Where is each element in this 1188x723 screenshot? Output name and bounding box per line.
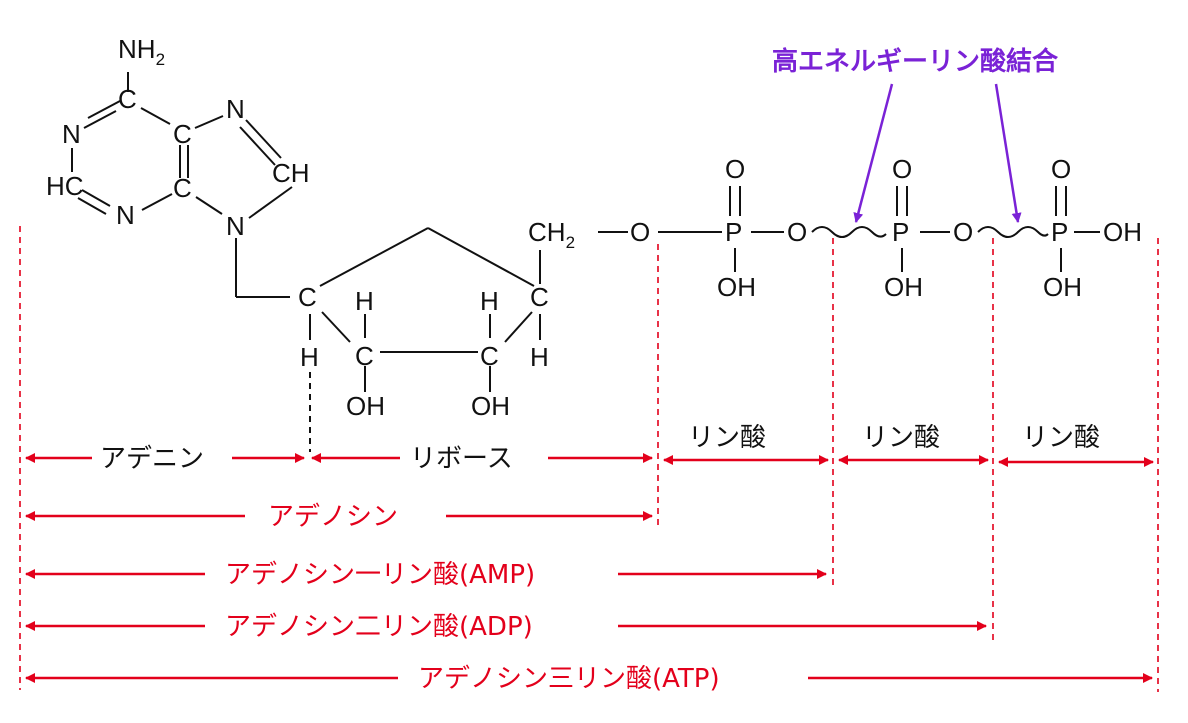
amino-group-label: NH2 [118, 34, 165, 69]
ribose-c2-label: C [355, 341, 374, 371]
ribose-c1-h-label: H [300, 342, 319, 372]
adenine-c6-label: C [118, 84, 137, 114]
ribose-bonds [309, 227, 541, 452]
phosphate3-oh-label: OH [1043, 272, 1082, 302]
amp-label: アデノシン一リン酸(AMP) [225, 560, 535, 590]
phosphate2-o-label: O [892, 154, 912, 184]
adenine-label: アデニン [100, 444, 204, 474]
phosphate3-terminal-oh-label: OH [1103, 217, 1142, 247]
ribose-label: リボース [410, 444, 513, 474]
phosphate2-oh-label: OH [884, 272, 923, 302]
adenine-c5-label: C [173, 119, 192, 149]
component-row: アデニン リボース リン酸 リン酸 リン酸 [25, 423, 1154, 474]
bridge-oxygen-1-label: O [787, 217, 807, 247]
high-energy-bond-title: 高エネルギーリン酸結合 [772, 46, 1059, 77]
phosphate1-oh-label: OH [717, 272, 756, 302]
adenosine-row: アデノシン [25, 502, 653, 532]
adenine-c2-label: HC [46, 171, 84, 201]
atp-label: アデノシン三リン酸(ATP) [418, 664, 720, 694]
ribose-c1-label: C [298, 282, 317, 312]
adenine-n1-label: N [62, 119, 81, 149]
adenine-c8-label: CH [272, 158, 310, 188]
adenine-n7-label: N [226, 94, 245, 124]
adenine-bonds [71, 72, 293, 298]
ribose-c4-label: C [530, 282, 549, 312]
ester-oxygen-label: O [630, 217, 650, 247]
amp-row: アデノシン一リン酸(AMP) [25, 560, 827, 590]
adp-label: アデノシン二リン酸(ADP) [225, 612, 533, 642]
phosphate-bonds [598, 186, 1100, 272]
adp-row: アデノシン二リン酸(ADP) [25, 612, 987, 642]
phosphate1-p-label: P [725, 217, 742, 247]
phosphate2-label: リン酸 [862, 423, 940, 453]
phosphate1-label: リン酸 [688, 423, 766, 453]
ribose-c3-oh-label: OH [471, 391, 510, 421]
adenine-n9-label: N [226, 211, 245, 241]
adenine-c4-label: C [173, 173, 192, 203]
ribose-ch2-label: CH2 [528, 217, 575, 252]
phosphate3-label: リン酸 [1022, 423, 1100, 453]
boundary-lines [19, 226, 1159, 692]
adenine-n3-label: N [116, 200, 135, 230]
ribose-c3-label: C [480, 341, 499, 371]
phosphate2-p-label: P [892, 217, 909, 247]
phosphate1-o-label: O [725, 154, 745, 184]
phosphate3-p-label: P [1051, 217, 1068, 247]
adenosine-label: アデノシン [268, 502, 398, 532]
high-energy-arrow-1 [853, 83, 894, 223]
high-energy-arrow-2 [994, 83, 1022, 223]
bridge-oxygen-2-label: O [953, 217, 973, 247]
ribose-c2-oh-label: OH [346, 391, 385, 421]
ribose-c3-h-label: H [480, 286, 499, 316]
atp-row: アデノシン三リン酸(ATP) [25, 664, 1153, 694]
phosphate3-o-label: O [1051, 154, 1071, 184]
ribose-c4-h-label: H [530, 342, 549, 372]
ribose-c2-h-label: H [355, 286, 374, 316]
